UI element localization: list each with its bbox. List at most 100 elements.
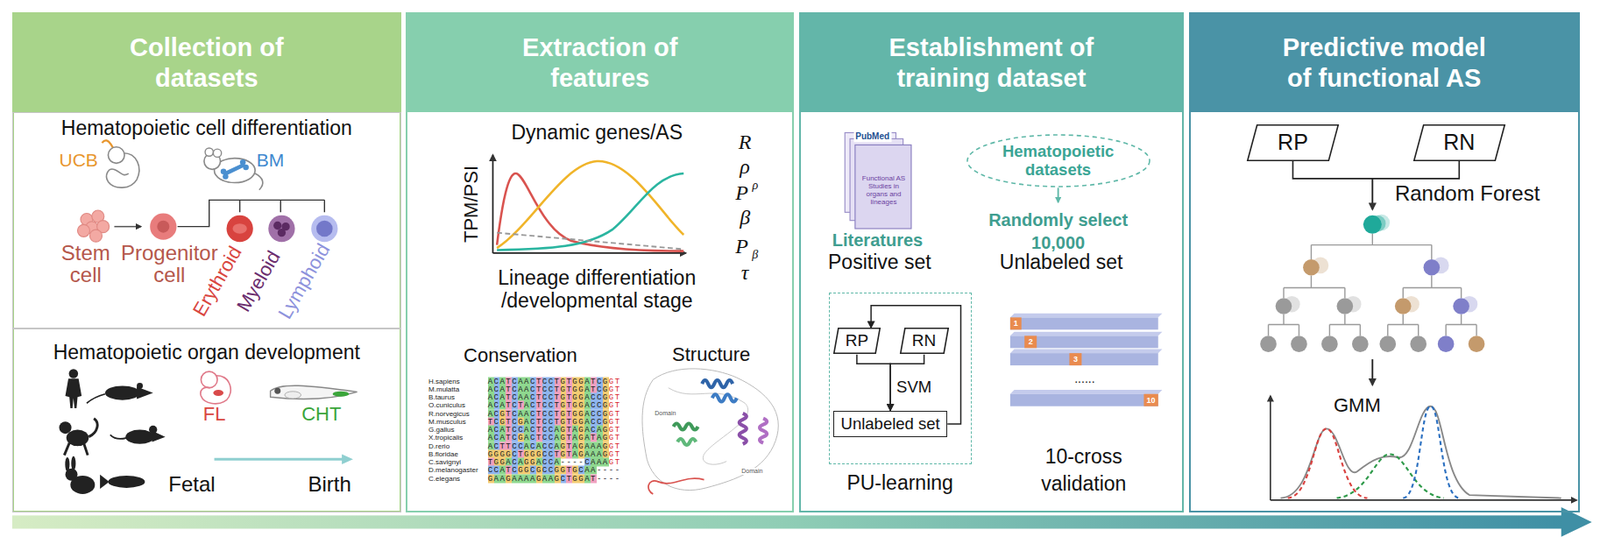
base-letter: G	[578, 449, 585, 459]
title-holder: Hematopoietic cell differentiation	[13, 116, 401, 142]
ellipse-shape	[967, 134, 1150, 187]
species-name: M.mulatta	[428, 386, 460, 394]
dynamic-chart	[496, 173, 684, 252]
timeline-arrow	[12, 515, 1564, 529]
cross-validation-bars	[1010, 317, 1159, 330]
panel-heading: Predictive model of functional AS	[1270, 32, 1499, 94]
base-letter: G	[554, 474, 561, 483]
random-forest-tree	[1321, 335, 1339, 353]
cross-validation-bars	[1069, 353, 1082, 366]
domain-label: Domain	[739, 467, 765, 475]
base-letter: A	[602, 458, 609, 468]
base-letter: G	[608, 376, 616, 386]
base-letter: T	[615, 384, 622, 394]
dynamic-chart	[492, 155, 686, 254]
random-forest-tree	[1363, 215, 1382, 234]
sampling-label: Randomly select 10,000	[970, 208, 1147, 255]
cell-label: Stem cell	[55, 241, 117, 287]
statistic-symbol: P	[735, 234, 749, 260]
cross-validation-bars	[1010, 394, 1159, 407]
base-letter: -	[608, 474, 616, 483]
feature-title: Structure	[672, 344, 751, 367]
panel-heading: Collection of datasets	[92, 32, 321, 94]
ellipsis: ......	[1074, 372, 1095, 385]
base-letter: G	[608, 425, 616, 435]
parallelogram-shape	[1414, 125, 1505, 161]
cross-validation-bars	[1010, 317, 1022, 330]
chart-title: Dynamic genes/AS	[510, 120, 683, 144]
base-letter: A	[511, 474, 518, 483]
random-forest-tree	[1379, 335, 1396, 353]
cross-validation-bars	[1010, 335, 1159, 348]
random-forest-tree	[1423, 259, 1441, 277]
source-label: BM	[256, 149, 285, 171]
mouse-bone-marrow-icon	[220, 168, 227, 175]
parallelogram-shape	[899, 328, 948, 354]
cross-validation-bars	[1010, 313, 1163, 319]
header-band: Establishment of training dataset	[800, 14, 1183, 113]
umbilical-cord-blood-icon	[106, 153, 140, 188]
base-letter: G	[608, 449, 616, 459]
section-title: Hematopoietic cell differentiation	[61, 116, 353, 140]
node-label: RN	[1443, 130, 1475, 156]
random-forest-tree	[1302, 259, 1320, 277]
species-silhouettes	[70, 456, 76, 471]
protein-structure	[648, 478, 705, 495]
panel-heading: Extraction of features	[486, 32, 715, 94]
embryo-fetal-liver	[212, 389, 224, 397]
species-silhouettes	[59, 368, 166, 495]
base-letter: G	[488, 474, 495, 483]
cross-validation-bars	[1010, 313, 1163, 407]
header-band: Collection of datasets	[14, 14, 400, 113]
forest-merge-lines	[1292, 161, 1459, 179]
pubmed-book	[844, 132, 912, 229]
species-silhouettes	[69, 368, 78, 378]
superscript: ρ	[751, 178, 758, 193]
umbilical-cord-blood-icon	[107, 147, 125, 164]
outside-caption: PU-learning	[803, 471, 998, 496]
axis-label: Lineage differentiation /developmental s…	[489, 265, 705, 312]
random-forest-tree	[1352, 335, 1369, 353]
organ-label: FL	[203, 403, 227, 425]
set-parallelogram: RP	[1246, 124, 1339, 162]
base-letter: -	[596, 474, 603, 483]
mouse-bone-marrow-icon	[204, 148, 263, 191]
species-name: M.musculus	[428, 418, 467, 426]
dynamic-chart	[492, 155, 495, 254]
species-silhouettes	[86, 394, 106, 404]
base-letter: G	[505, 474, 512, 483]
sequence-row: GAAGAAAAGAAGCTGGAT----	[488, 474, 622, 483]
fold-number: 1	[1013, 319, 1019, 328]
process-box: Unlabeled set	[833, 410, 948, 438]
base-letter: G	[608, 393, 616, 403]
species-silhouettes	[64, 457, 70, 472]
mouse-bone-marrow-icon	[242, 164, 249, 171]
species-silhouettes	[65, 378, 83, 409]
feature-title: Conservation	[463, 345, 578, 368]
random-forest-tree	[1437, 335, 1455, 353]
base-letter: A	[494, 474, 501, 483]
differentiation-arrow	[113, 226, 141, 227]
parallelogram-shape	[834, 328, 880, 354]
base-letter: A	[572, 449, 579, 459]
statistic-symbol: R	[738, 130, 752, 156]
gmm-plot	[1280, 406, 1561, 499]
base-letter: -	[596, 466, 603, 475]
dataset-label: Hematopoietic datasets	[992, 141, 1125, 180]
base-letter: T	[615, 401, 622, 411]
base-letter: T	[615, 409, 622, 418]
mouse-bone-marrow-icon	[225, 165, 243, 174]
base-letter: G	[578, 474, 585, 483]
dynamic-chart	[496, 173, 684, 250]
mouse-bone-marrow-icon	[212, 148, 221, 157]
species-silhouettes	[105, 385, 141, 400]
species-name: C.elegans	[428, 475, 461, 483]
base-letter: G	[608, 384, 616, 394]
base-letter: -	[608, 466, 616, 475]
base-letter: T	[615, 417, 622, 426]
section-title: Hematopoietic organ development	[53, 340, 361, 364]
base-letter: -	[602, 474, 609, 483]
domain-label: Domain	[652, 410, 678, 418]
dataset-ellipse: Hematopoietic datasets	[966, 134, 1151, 188]
development-arrow	[214, 453, 354, 465]
